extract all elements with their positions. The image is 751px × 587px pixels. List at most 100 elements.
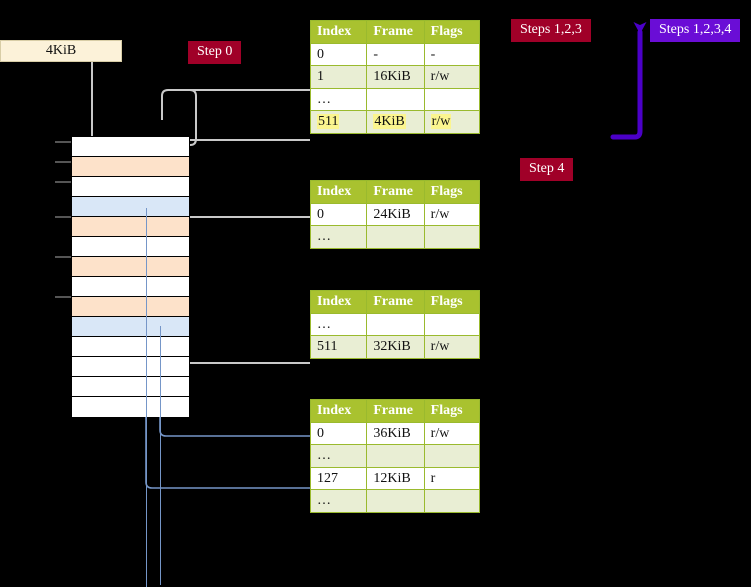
column-header-index: Index (309, 180, 368, 204)
column-header-flags: Flags (423, 20, 481, 44)
cell-flags: r/w (423, 202, 481, 226)
badge-step-4: Step 4 (520, 158, 574, 181)
cell-index: … (309, 312, 368, 336)
cell-index: … (309, 444, 368, 468)
memory-row-5 (72, 237, 189, 257)
cell-index: … (309, 489, 368, 513)
cell-frame: 24KiB (366, 202, 425, 226)
column-header-frame: Frame (366, 180, 425, 204)
physical-memory-column (71, 136, 190, 417)
table-row: 0-- (309, 42, 481, 66)
column-header-flags: Flags (423, 290, 481, 314)
memory-tick-2 (55, 181, 71, 183)
cell-index: 0 (309, 421, 368, 445)
cell-flags (423, 489, 481, 513)
column-header-index: Index (309, 399, 368, 423)
memory-row-7 (72, 277, 189, 297)
cell-flags: - (423, 42, 481, 66)
arrow-mem8-to-table2 (183, 327, 310, 364)
cell-index: 511 (309, 335, 368, 359)
base-frame-box: 4KiB (0, 40, 122, 62)
cell-index: 127 (309, 466, 368, 490)
arrow-mem4-to-table1 (183, 216, 310, 253)
memory-row-4 (72, 217, 189, 237)
badge-steps-123: Steps 1,2,3 (511, 19, 591, 42)
cell-flags (423, 87, 481, 111)
memory-tick-0 (55, 141, 71, 143)
cell-frame: 36KiB (366, 421, 425, 445)
memory-row-2 (72, 177, 189, 197)
cell-frame (366, 489, 425, 513)
cell-flags: r/w (423, 421, 481, 445)
cell-index: … (309, 87, 368, 111)
column-header-frame: Frame (366, 290, 425, 314)
cell-flags (423, 225, 481, 249)
cell-flags (423, 312, 481, 336)
memory-row-8 (72, 297, 189, 317)
purple-bracket (610, 22, 647, 140)
cell-frame: 16KiB (366, 65, 425, 89)
memory-row-13 (72, 397, 189, 417)
memory-row-10 (72, 337, 189, 357)
cell-index: 511 (309, 110, 368, 134)
base-frame-label: 4KiB (45, 43, 77, 58)
memory-tick-3 (55, 216, 71, 218)
memory-row-6 (72, 257, 189, 277)
table-row: … (309, 444, 481, 468)
memory-tick-4 (55, 256, 71, 258)
memory-row-1 (72, 157, 189, 177)
badge-steps-1234: Steps 1,2,3,4 (650, 19, 741, 42)
cell-frame: 4KiB (366, 110, 425, 134)
column-header-flags: Flags (423, 180, 481, 204)
table-row: … (309, 87, 481, 111)
cell-index: 0 (309, 42, 368, 66)
cell-index: 1 (309, 65, 368, 89)
badge-step-0: Step 0 (188, 41, 242, 64)
column-header-flags: Flags (423, 399, 481, 423)
cell-frame: - (366, 42, 425, 66)
memory-guide-line-a (146, 208, 147, 587)
memory-row-3 (72, 197, 189, 217)
column-header-index: Index (309, 290, 368, 314)
table-row: … (309, 225, 481, 249)
cell-frame: 32KiB (366, 335, 425, 359)
cell-index: … (309, 225, 368, 249)
cell-flags: r (423, 466, 481, 490)
cell-frame: 12KiB (366, 466, 425, 490)
memory-row-12 (72, 377, 189, 397)
column-header-frame: Frame (366, 20, 425, 44)
cell-flags: r/w (423, 110, 481, 134)
table-row: … (309, 312, 481, 336)
column-header-frame: Frame (366, 399, 425, 423)
memory-row-0 (72, 137, 189, 157)
cell-index: 0 (309, 202, 368, 226)
memory-tick-1 (55, 161, 71, 163)
cell-frame (366, 225, 425, 249)
memory-tick-5 (55, 296, 71, 298)
memory-guide-line-b (160, 326, 161, 585)
cell-flags: r/w (423, 65, 481, 89)
cell-frame (366, 87, 425, 111)
cell-flags (423, 444, 481, 468)
column-header-index: Index (309, 20, 368, 44)
table-row: … (309, 489, 481, 513)
cell-flags: r/w (423, 335, 481, 359)
cell-frame (366, 444, 425, 468)
cell-frame (366, 312, 425, 336)
memory-row-11 (72, 357, 189, 377)
memory-row-9 (72, 317, 189, 337)
